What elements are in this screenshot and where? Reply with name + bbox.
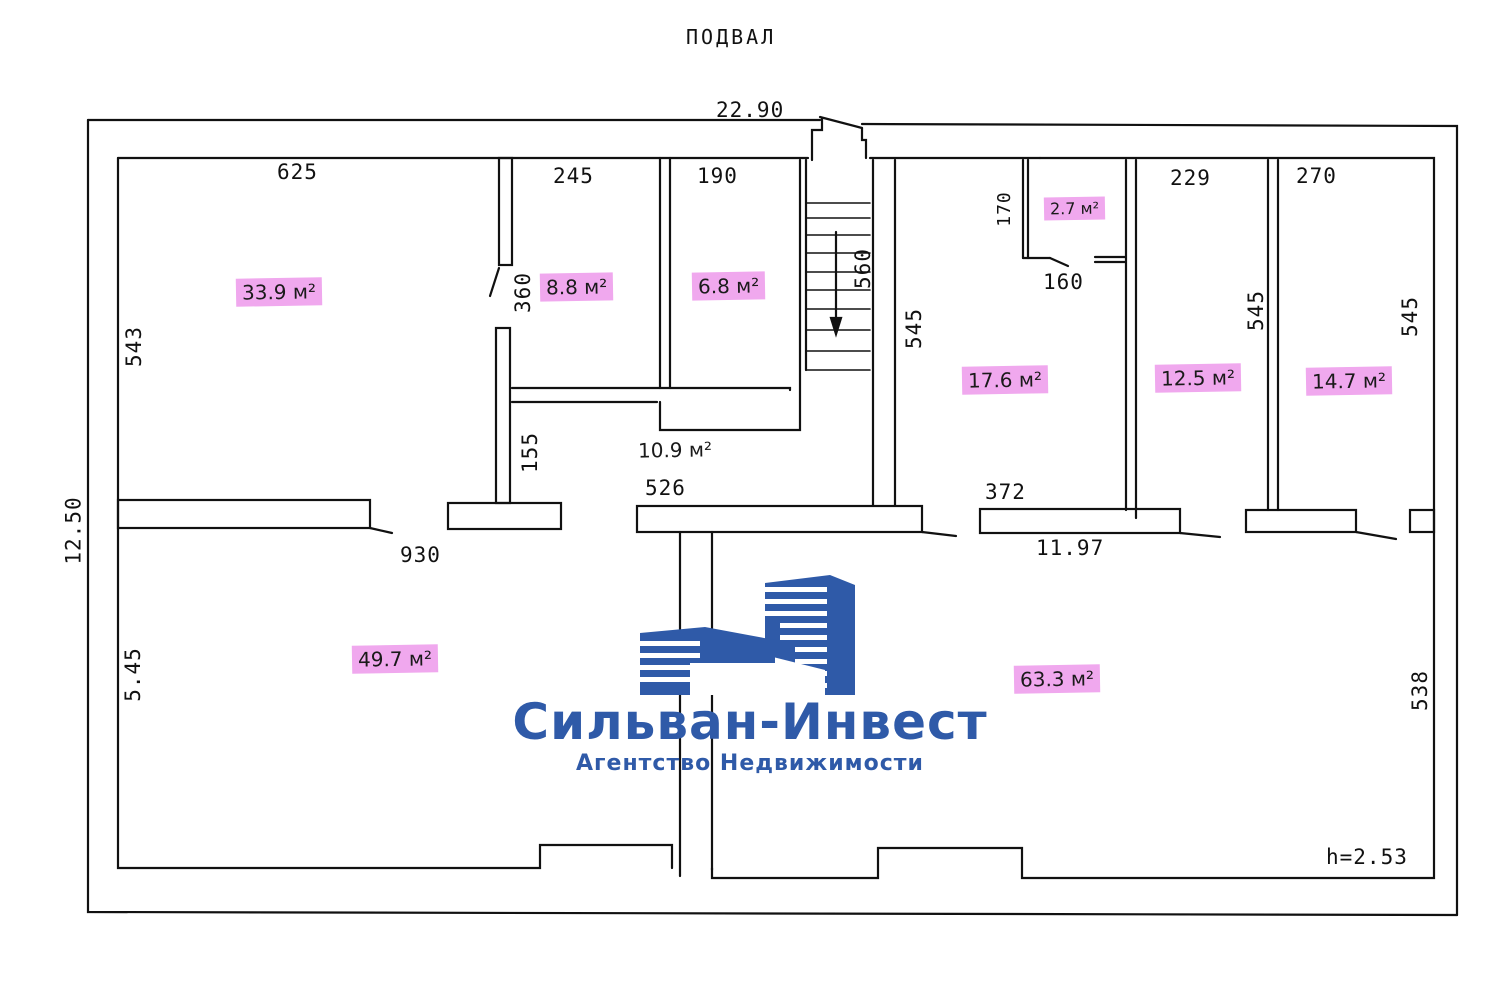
room-2-width: 245 (553, 164, 594, 188)
watermark-name: Сильван-Инвест (512, 693, 988, 751)
overall-length-label: 22.90 (716, 98, 785, 122)
room-5-area: 12.5 м² (1154, 363, 1242, 393)
room-3-area: 6.8 м² (691, 271, 766, 301)
room-4-depth: 545 (901, 308, 926, 349)
corridor-dim-a: 155 (517, 432, 542, 473)
outer-wall (86, 115, 1459, 917)
room-1-area: 33.9 м² (235, 277, 323, 307)
room-5-depth: 545 (1243, 290, 1268, 331)
stair-length: 560 (850, 248, 875, 289)
room-1-width: 625 (277, 160, 318, 184)
room-8-area: 63.3 м² (1013, 664, 1101, 694)
stair-arrow-icon (829, 230, 843, 338)
ceiling-height-label: h=2.53 (1326, 845, 1408, 869)
room-4-door: 372 (985, 480, 1026, 504)
watermark-logo: Сильван-Инвест Агентство Недвижимости (495, 575, 1005, 785)
room-7-opening: 930 (400, 543, 441, 567)
corridor-area: 10.9 м² (637, 437, 713, 463)
room-2-door: 360 (510, 272, 535, 313)
middle-walls (116, 498, 1436, 878)
room-5-width: 229 (1170, 166, 1211, 190)
interior-walls (488, 156, 1280, 520)
wc-depth: 170 (993, 191, 1015, 227)
room-2-area: 8.8 м² (539, 272, 614, 302)
inner-length-label: 11.97 (1036, 536, 1105, 560)
room-4-area: 17.6 м² (961, 365, 1049, 395)
room-7-depth: 5.45 (120, 647, 145, 702)
overall-width-label: 12.50 (61, 496, 86, 565)
wc-width: 160 (1043, 270, 1084, 294)
stair-treads (805, 202, 871, 371)
corridor-dim-b: 526 (645, 476, 686, 500)
plan-title: ПОДВАЛ (686, 25, 777, 49)
wc-area: 2.7 м² (1043, 196, 1106, 221)
room-6-width: 270 (1296, 164, 1337, 188)
room-3-width: 190 (697, 164, 738, 188)
room-7-area: 49.7 м² (351, 644, 439, 674)
room-6-area: 14.7 м² (1305, 366, 1393, 396)
room-1-depth: 543 (121, 326, 146, 367)
building-logo-icon (640, 575, 855, 695)
room-8-depth: 538 (1407, 670, 1432, 711)
room-6-depth: 545 (1397, 296, 1422, 337)
watermark-subtitle: Агентство Недвижимости (576, 751, 924, 776)
